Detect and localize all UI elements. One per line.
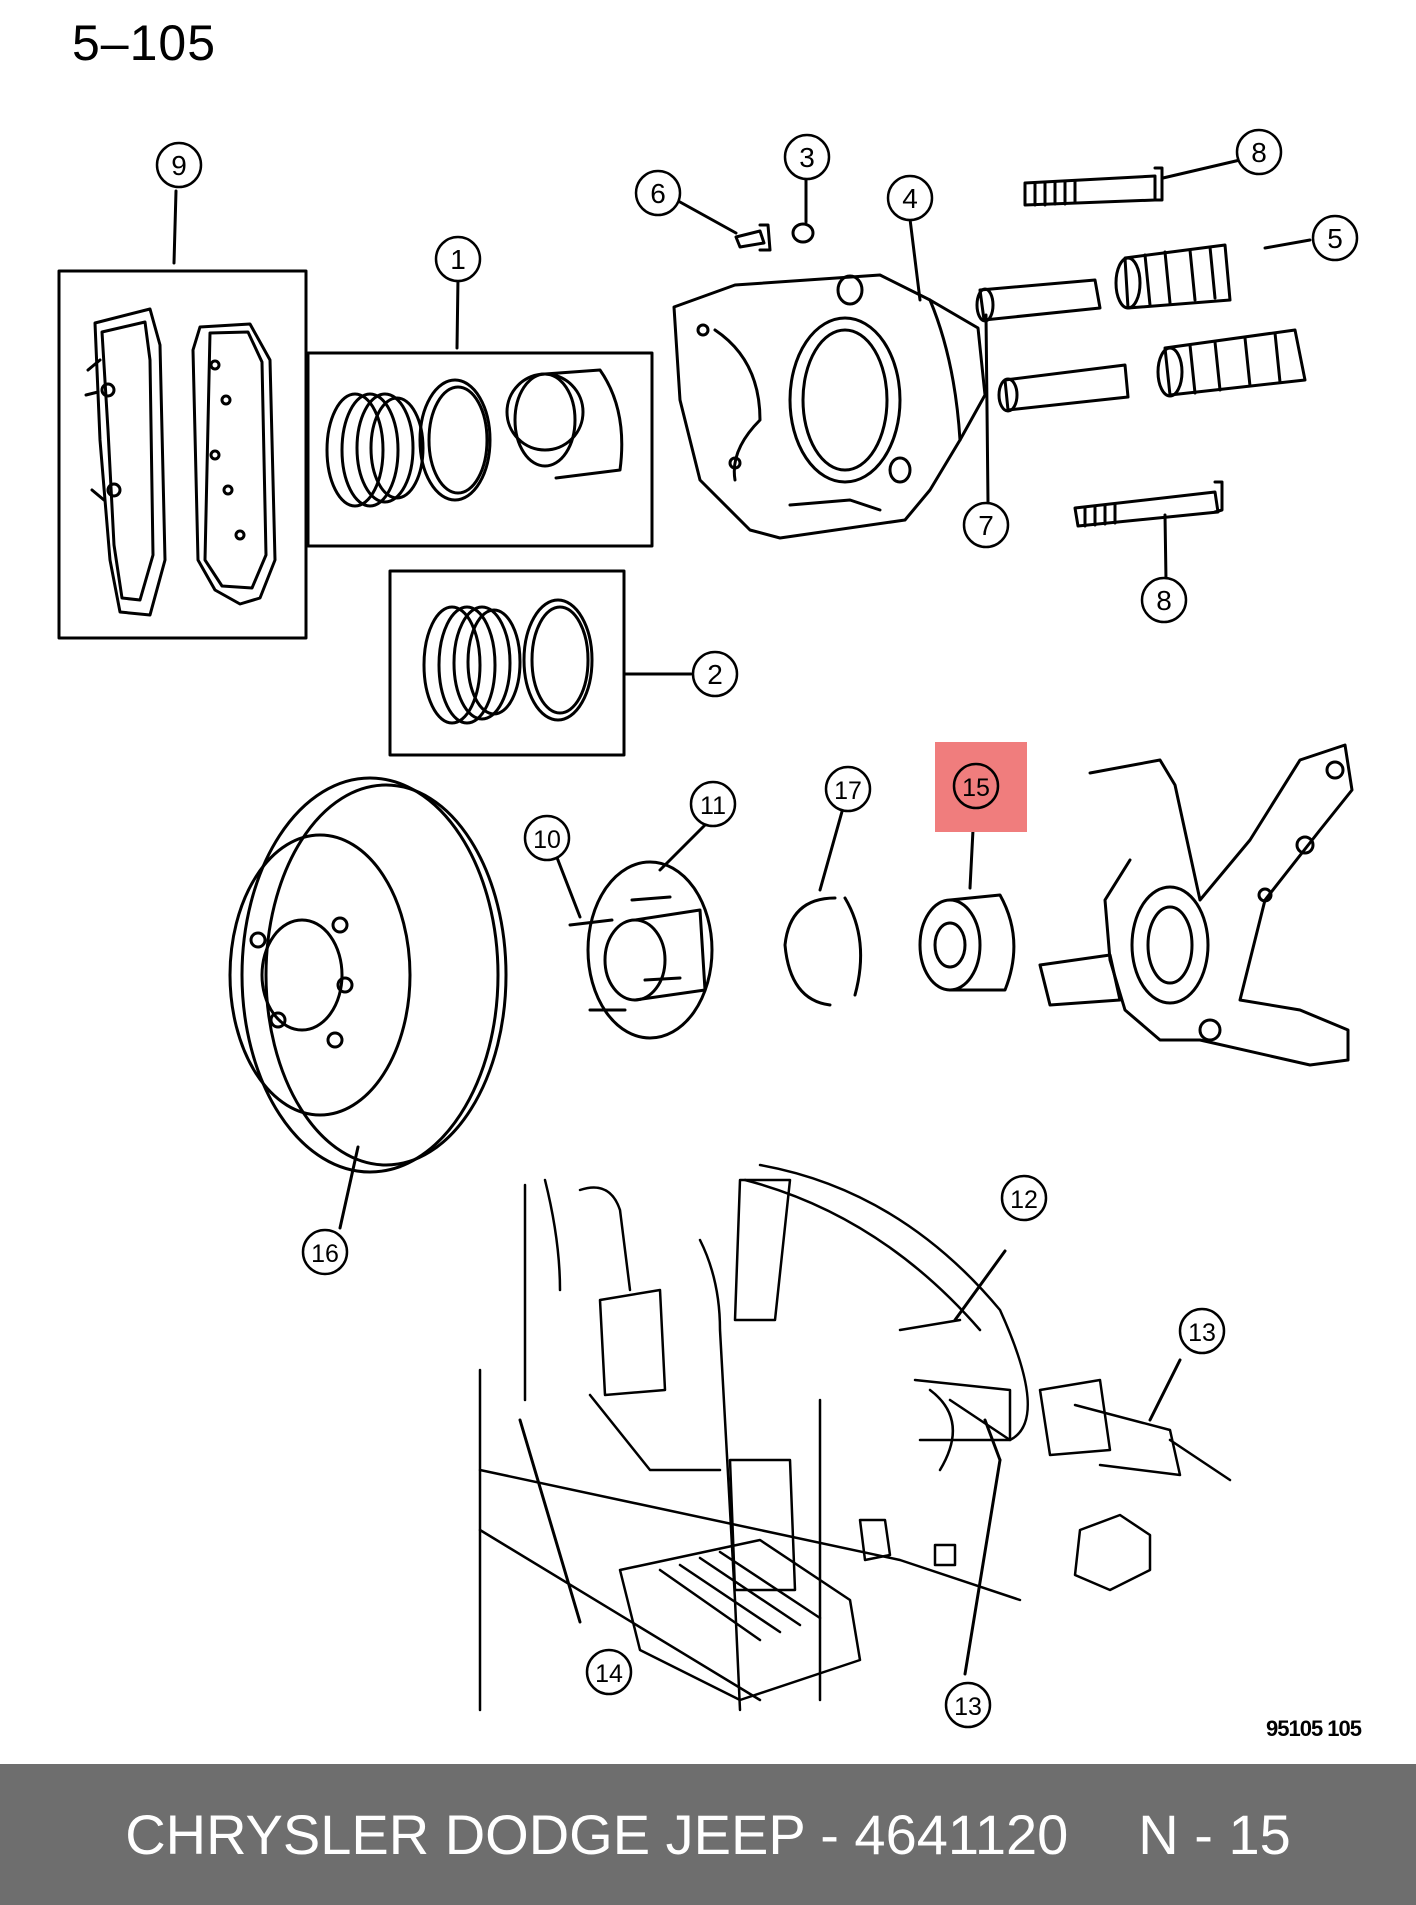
figure-code: 95105 105 — [1266, 1716, 1362, 1741]
brake-caliper — [672, 273, 987, 540]
guide-pin-bolt-lower — [1073, 480, 1224, 528]
callout-13-upper: 13 — [1188, 1319, 1216, 1347]
callout-13-lower: 13 — [954, 1693, 982, 1721]
bleeder-cap — [791, 222, 815, 244]
callout-6: 6 — [650, 178, 666, 209]
steering-knuckle — [1038, 743, 1354, 1067]
footer-reference: N - 15 — [1138, 1803, 1291, 1866]
callout-circles — [155, 128, 1359, 1729]
hub-bearing — [918, 893, 1016, 992]
caliper-boot-upper — [1114, 243, 1232, 310]
brake-pad-set — [57, 269, 308, 640]
brake-hose-installation — [478, 1163, 1232, 1712]
caliper-seal-kit — [388, 569, 626, 757]
callout-14: 14 — [595, 1660, 623, 1688]
guide-pin-bushing-upper — [975, 278, 1102, 323]
callout-2: 2 — [707, 659, 723, 690]
caliper-boot-lower — [1156, 328, 1307, 398]
callout-11: 11 — [700, 792, 726, 820]
guide-pin-bushing-lower — [997, 363, 1130, 413]
footer-bar: CHRYSLER DODGE JEEP - 4641120 N - 15 — [0, 1764, 1416, 1905]
callout-8-upper: 8 — [1251, 137, 1267, 168]
piston-seal-kit — [306, 351, 654, 548]
callout-1: 1 — [450, 244, 466, 275]
guide-pin-bolt-upper — [1023, 166, 1164, 207]
callout-12: 12 — [1010, 1186, 1038, 1214]
callout-3: 3 — [799, 142, 815, 173]
brake-rotor — [228, 776, 508, 1174]
wheel-hub — [568, 860, 714, 1040]
callout-16: 16 — [311, 1240, 339, 1268]
callout-8-lower: 8 — [1156, 585, 1172, 616]
snap-ring — [783, 896, 863, 1007]
page-number: 5–105 — [72, 15, 217, 71]
callout-5: 5 — [1327, 223, 1343, 254]
callout-15: 15 — [962, 774, 990, 802]
callout-4: 4 — [902, 183, 918, 214]
callout-15-highlight — [935, 742, 1027, 832]
callout-7: 7 — [978, 510, 994, 541]
bleeder-screw — [734, 229, 766, 249]
callout-9: 9 — [171, 150, 187, 181]
callout-17: 17 — [834, 777, 862, 805]
footer-part-number: CHRYSLER DODGE JEEP - 4641120 — [125, 1803, 1069, 1866]
callout-10: 10 — [533, 826, 561, 854]
